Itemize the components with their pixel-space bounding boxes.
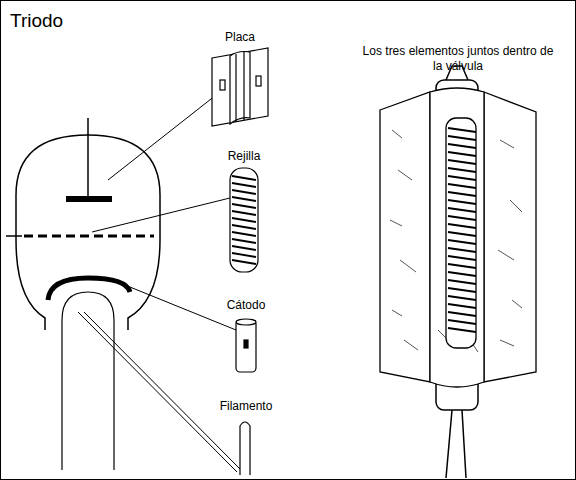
part-label: Filamento [196, 399, 296, 414]
plate-symbol [66, 196, 112, 202]
filament-part [240, 422, 250, 475]
assembled-valve [380, 66, 536, 478]
grid-lead [6, 235, 22, 237]
part-label: Placa [195, 30, 285, 45]
grid-part [230, 168, 258, 272]
cathode-symbol [48, 278, 130, 300]
plate-part [212, 48, 268, 126]
leader-line [84, 312, 243, 472]
title: Triodo [10, 10, 63, 32]
filament-symbol [62, 292, 114, 470]
part-label: Rejilla [199, 149, 289, 164]
leader-line [92, 197, 234, 232]
part-label: Cátodo [201, 298, 291, 313]
leader-line [78, 312, 237, 472]
leader-line [125, 285, 236, 330]
cathode-part [236, 319, 256, 372]
leader-line [108, 88, 225, 180]
grid-symbol [24, 235, 154, 238]
part-label: Los tres elementos juntos dentro de la v… [358, 44, 558, 74]
plate-lead [87, 118, 89, 198]
